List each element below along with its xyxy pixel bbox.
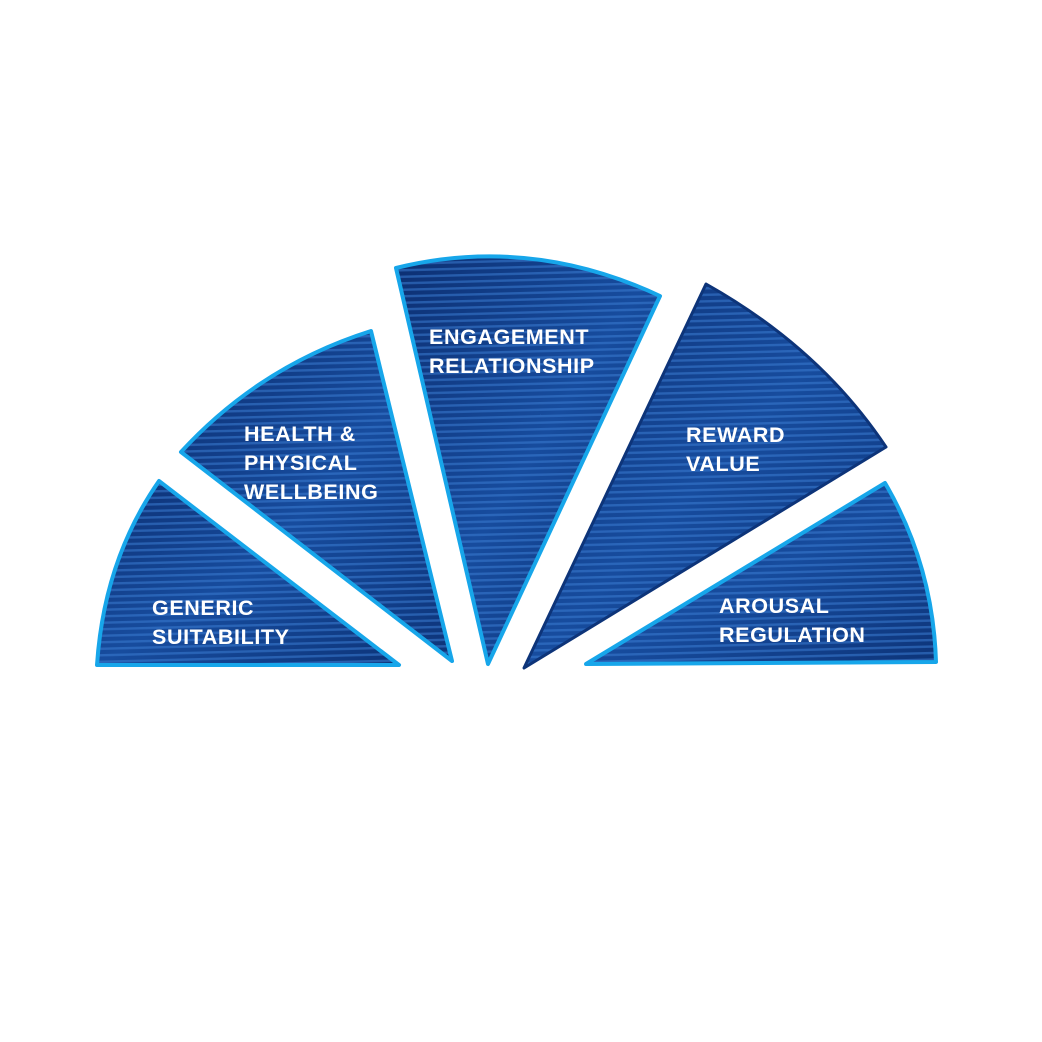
segment-label: HEALTH & PHYSICAL WELLBEING	[244, 422, 378, 504]
segment-texture	[181, 331, 452, 661]
segment-outline	[584, 481, 938, 666]
segment-texture	[586, 483, 936, 664]
label-line: RELATIONSHIP	[429, 354, 595, 378]
label-line: REGULATION	[719, 623, 866, 647]
segment-label: GENERIC SUITABILITY	[152, 596, 290, 649]
segment-arousal-regulation: AROUSAL REGULATION	[584, 481, 938, 666]
label-line: PHYSICAL	[244, 451, 357, 475]
segment-outline	[179, 329, 454, 663]
label-line: ENGAGEMENT	[429, 325, 589, 349]
segment-health-physical-wellbeing: HEALTH & PHYSICAL WELLBEING	[179, 329, 454, 663]
label-line: GENERIC	[152, 596, 254, 620]
segment-outline	[95, 479, 401, 667]
segment-outline	[394, 254, 662, 666]
segment-texture	[396, 256, 660, 664]
segment-generic-suitability: GENERIC SUITABILITY	[95, 479, 401, 667]
segment-texture	[97, 481, 399, 665]
label-line: HEALTH &	[244, 422, 356, 446]
segment-label: AROUSAL REGULATION	[719, 594, 866, 647]
segment-label: ENGAGEMENT RELATIONSHIP	[429, 325, 596, 378]
label-line: AROUSAL	[719, 594, 829, 618]
segment-reward-value: REWARD VALUE	[522, 282, 888, 670]
segment-label: REWARD VALUE	[686, 423, 792, 476]
segment-outline	[522, 282, 888, 670]
label-line: SUITABILITY	[152, 625, 290, 649]
segment-texture	[524, 284, 886, 668]
label-line: VALUE	[686, 452, 760, 476]
label-line: REWARD	[686, 423, 785, 447]
label-line: WELLBEING	[244, 480, 378, 504]
segment-engagement-relationship: ENGAGEMENT RELATIONSHIP	[394, 254, 662, 666]
